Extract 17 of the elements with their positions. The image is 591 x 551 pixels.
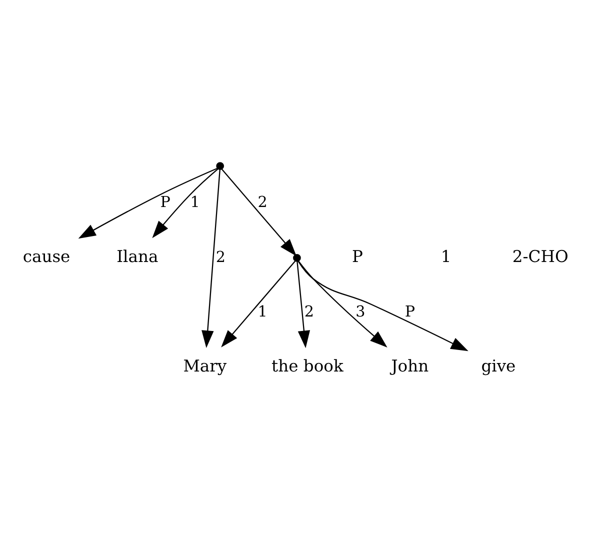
edge-label: P bbox=[160, 193, 170, 212]
edge-label: 1 bbox=[190, 193, 200, 212]
node-text: the book bbox=[272, 356, 344, 376]
edge-label: 2 bbox=[304, 302, 314, 321]
node-text: Mary bbox=[183, 356, 227, 376]
label: 1 bbox=[440, 247, 452, 266]
node-text: give bbox=[481, 356, 516, 376]
edge-label: 2 bbox=[258, 193, 268, 212]
node-text: John bbox=[391, 356, 429, 376]
label: 2-CHO bbox=[512, 247, 568, 266]
edge-label: 2 bbox=[216, 248, 226, 266]
label: P bbox=[352, 247, 364, 266]
edge-label: 1 bbox=[258, 302, 268, 321]
edge-label: 3 bbox=[356, 302, 366, 321]
node-text: Ilana bbox=[116, 247, 158, 266]
node-text: cause bbox=[22, 247, 70, 266]
edge-label: P bbox=[404, 302, 416, 321]
